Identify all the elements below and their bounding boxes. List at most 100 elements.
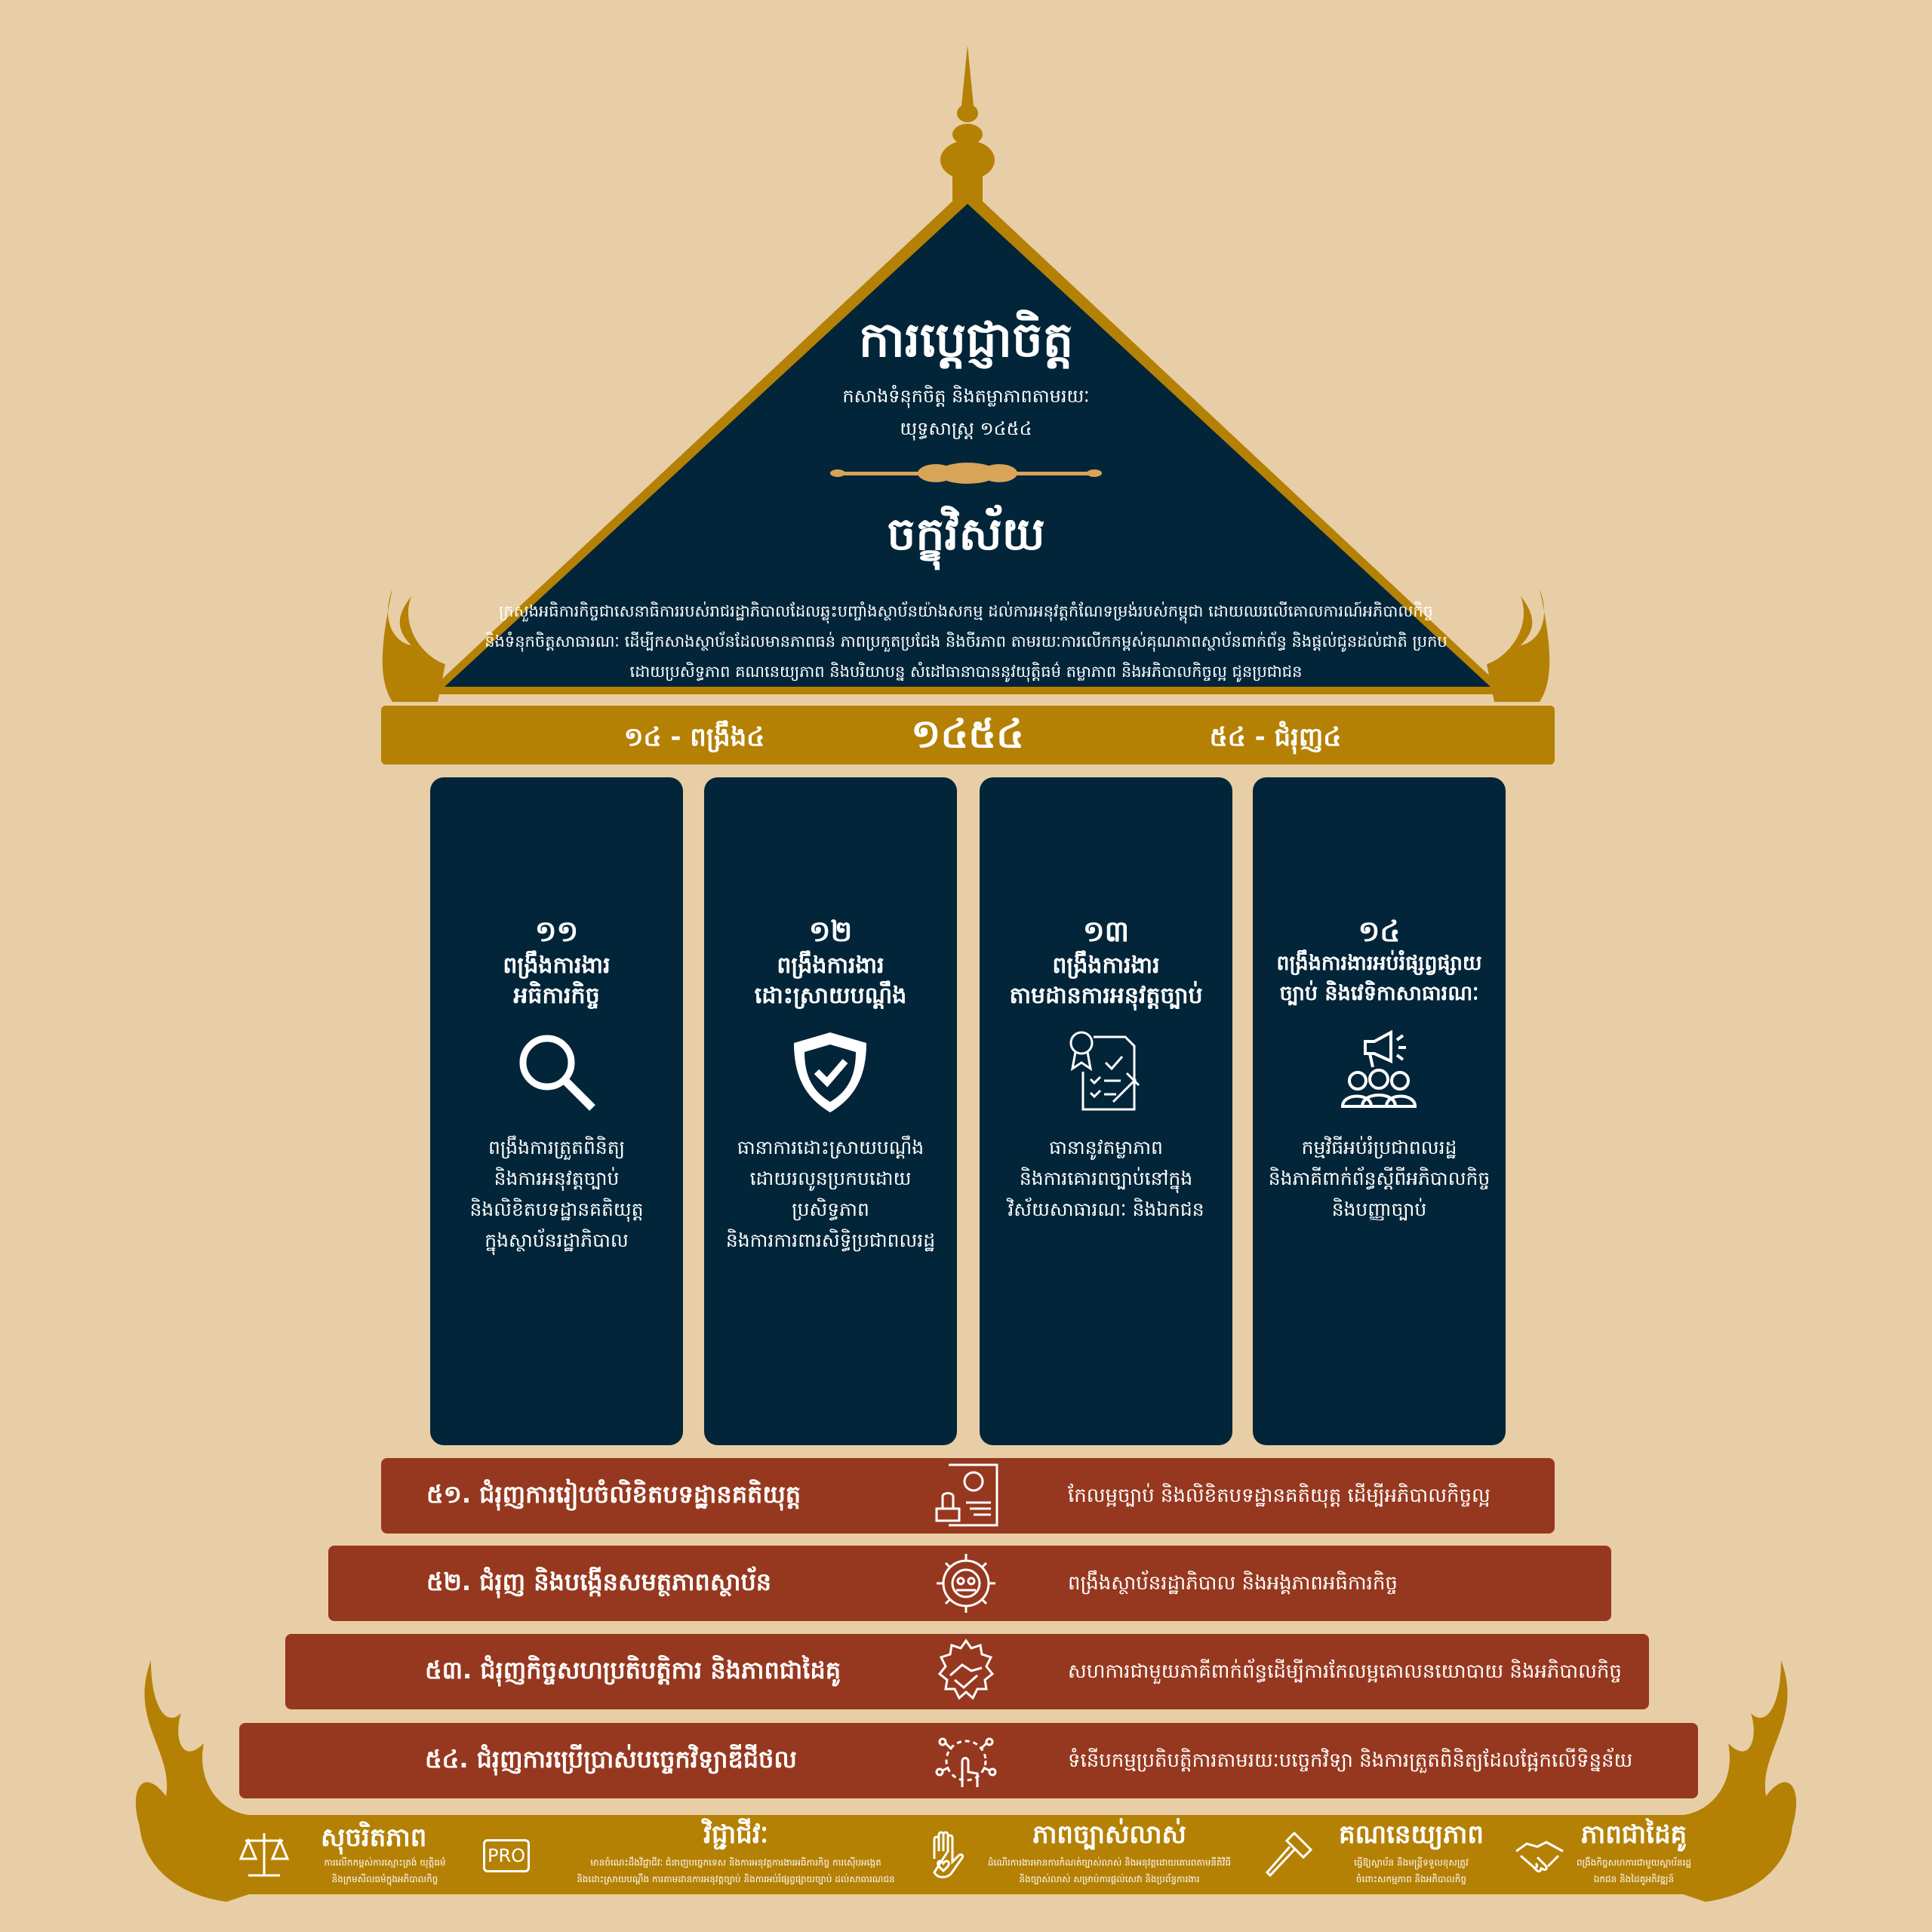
step-label: ៥៣. ជំរុញកិច្ចសហប្រតិបត្តិការ និងភាពជាដៃ… <box>425 1656 841 1684</box>
step-2: ៥២. ជំរុញ និងបង្កើនសមត្ថភាពស្ថាប័ន ពង្រឹ… <box>328 1546 1611 1621</box>
pro-badge-icon: PRO <box>483 1839 530 1872</box>
pillar-title: ពង្រឹងការងារ <box>777 952 884 979</box>
divider-ornament <box>830 463 1102 484</box>
step-description: ទំនើបកម្មប្រតិបត្តិការតាមរយៈបច្ចេកវិទ្យា… <box>1068 1749 1633 1772</box>
vision-text: ក្រសួងអធិការកិច្ចជាសេនាធិការរបស់រាជរដ្ឋា… <box>483 596 1449 687</box>
pillar-title: ច្បាប់ និងវេទិកាសាធារណៈ <box>1279 982 1479 1005</box>
desc-line: និងបញ្ញាច្បាប់ <box>1331 1198 1427 1220</box>
pillar-title: ពង្រឹងការងារ <box>503 952 611 979</box>
pillar-number: ១១ <box>534 915 579 948</box>
commitment-title: ការប្ដេជ្ញាចិត្ត <box>858 312 1074 368</box>
desc-line: ចំពោះសកម្មភាព និងអភិបាលកិច្ច <box>1355 1874 1467 1884</box>
value-description: ការលើកកម្ពស់ការស្មោះត្រង់ យុត្តិធម៌និងក្… <box>321 1854 449 1887</box>
search-icon <box>519 1035 595 1111</box>
desc-line: ធានានូវតម្លាភាព <box>1049 1137 1163 1158</box>
step-description: កែលម្អច្បាប់ និងលិខិតបទដ្ឋានគតិយុត្ត ដើម… <box>1068 1484 1491 1507</box>
strategy-code: ១៤៥៤ <box>911 712 1024 757</box>
value-title: គណនេយ្យភាព <box>1339 1820 1484 1850</box>
desc-line: និងក្រមសីលធម៌ក្នុងអភិបាលកិច្ច <box>331 1874 438 1884</box>
pillar-description: ធានានូវតម្លាភាព និងការគោរពច្បាប់នៅក្នុង … <box>987 1132 1225 1225</box>
desc-line: មានចំណេះដឹងវិជ្ជាជីវៈ ជំនាញបច្ចេកទេស និង… <box>590 1857 881 1868</box>
step-description: សហការជាមួយភាគីពាក់ព័ន្ធដើម្បីការកែលម្អគោ… <box>1068 1660 1622 1683</box>
vision-title: ចក្ខុវិស័យ <box>887 508 1045 561</box>
desc-line: និងការគោរពច្បាប់នៅក្នុង <box>1019 1168 1193 1189</box>
value-title: ភាពច្បាស់លាស់ <box>1032 1820 1186 1850</box>
base-flame-right <box>1683 1660 1797 1902</box>
pillar-description: ពង្រឹងការត្រួតពិនិត្យ និងការអនុវត្តច្បាប… <box>438 1132 675 1256</box>
step-description: ពង្រឹងស្ថាប័នរដ្ឋាភិបាល និងអង្គភាពអធិការ… <box>1068 1572 1398 1595</box>
desc-line: និងច្បាស់លាស់ សម្រាប់ការផ្ដល់សេវា និងប្រ… <box>1019 1874 1200 1884</box>
vision-line: និងទំនុកចិត្តសាធារណៈ ដើម្បីកសាងស្ថាប័នដែ… <box>485 632 1447 651</box>
law-document-icon <box>1069 1031 1140 1111</box>
desc-line: ពង្រឹងកិច្ចសហការជាមួយស្ថាប័នរដ្ឋ <box>1576 1857 1692 1868</box>
value-description: មានចំណេះដឹងវិជ្ជាជីវៈ ជំនាញបច្ចេកទេស និង… <box>566 1854 906 1887</box>
pillar-number: ១៣ <box>1082 915 1130 948</box>
handshake-icon <box>1515 1841 1564 1872</box>
desc-line: ដោយរលូនប្រកបដោយប្រសិទ្ធភាព <box>749 1168 912 1220</box>
spire-ornament <box>940 45 995 201</box>
desc-line: ឯកជន និងដៃគូអភិវឌ្ឍន៍ <box>1593 1874 1675 1884</box>
pillar-3: ១៣ ពង្រឹងការងារ តាមដានការអនុវត្តច្បាប់ ធ… <box>980 777 1232 1445</box>
step-3: ៥៣. ជំរុញកិច្ចសហប្រតិបត្តិការ និងភាពជាដៃ… <box>285 1634 1649 1709</box>
value-description: ធ្វើឱ្យស្ថាប័ន និងមន្ត្រីទទួលខុសត្រូវចំព… <box>1317 1854 1506 1887</box>
desc-line: ការលើកកម្ពស់ការស្មោះត្រង់ យុត្តិធម៌ <box>324 1857 446 1868</box>
desc-line: និងដោះស្រាយបណ្ដឹង ការតាមដានការអនុវត្តច្ប… <box>577 1874 895 1884</box>
roof <box>445 204 1491 687</box>
desc-line: និងការការពារសិទ្ធិប្រជាពលរដ្ឋ <box>725 1229 936 1251</box>
desc-line: ធានាការដោះស្រាយបណ្ដឹង <box>737 1137 924 1158</box>
hand-heart-icon <box>933 1831 964 1878</box>
pillar-number: ១៤ <box>1358 915 1401 948</box>
step-label: ៥១. ជំរុញការរៀបចំលិខិតបទដ្ឋានគតិយុត្ត <box>426 1480 801 1509</box>
pillar-description: ធានាការដោះស្រាយបណ្ដឹង ដោយរលូនប្រកបដោយប្រ… <box>712 1132 949 1256</box>
pillar-2: ១២ ពង្រឹងការងារ ដោះស្រាយបណ្ដឹង ធានាការដោ… <box>704 777 957 1445</box>
pillar-title: អធិការកិច្ច <box>513 983 600 1009</box>
legal-document-stamp-icon <box>935 1463 998 1527</box>
roof-flame-right <box>1487 589 1550 702</box>
value-description: ពង្រឹងកិច្ចសហការជាមួយស្ថាប័នរដ្ឋឯកជន និង… <box>1566 1854 1702 1887</box>
value-title: ភាពជាដៃគូ <box>1580 1820 1687 1850</box>
base-flame-left <box>135 1660 249 1902</box>
value-description: ដំណើរការងារមានការកំណត់ច្បាស់លាស់ និងអនុវ… <box>981 1854 1238 1887</box>
value-partnership: ភាពជាដៃគូ ពង្រឹងកិច្ចសហការជាមួយស្ថាប័នរដ… <box>1513 1815 1702 1894</box>
megaphone-people-icon <box>1340 1029 1417 1108</box>
pillar-title: តាមដានការអនុវត្តច្បាប់ <box>1009 983 1203 1009</box>
desc-line: និងការអនុវត្តច្បាប់ <box>494 1168 620 1189</box>
desc-line: ដំណើរការងារមានការកំណត់ច្បាស់លាស់ និងអនុវ… <box>987 1857 1232 1868</box>
value-professionalism: PRO វិជ្ជាជីវៈ មានចំណេះដឹងវិជ្ជាជីវៈ ជំន… <box>483 1815 906 1894</box>
strategy-label: យុទ្ធសាស្ត្រ ១៤៥៤ <box>900 418 1032 439</box>
strengthen-count: ១៤ - ពង្រឹង៤ <box>623 722 765 752</box>
roof-flame-left <box>382 589 445 702</box>
step-4: ៥៤. ជំរុញការប្រើប្រាស់បច្ចេកវិទ្យាឌីជីថល… <box>239 1723 1698 1798</box>
value-title: វិជ្ជាជីវៈ <box>703 1820 768 1850</box>
pillar-4: ១៤ ពង្រឹងការងារអប់រំផ្សព្វផ្សាយ ច្បាប់ ន… <box>1253 777 1506 1445</box>
commitment-subtitle: កសាងទំនុកចិត្ត និងតម្លាភាពតាមរយៈ <box>842 386 1090 407</box>
value-title: សុចរិតភាព <box>321 1823 427 1853</box>
vision-line: ក្រសួងអធិការកិច្ចជាសេនាធិការរបស់រាជរដ្ឋា… <box>499 602 1433 620</box>
scales-icon <box>238 1833 290 1877</box>
gear-team-icon <box>937 1554 995 1613</box>
desc-line: កម្មវិធីអប់រំប្រជាពលរដ្ឋ <box>1301 1137 1457 1158</box>
shield-check-icon <box>794 1032 866 1112</box>
pillar-description: កម្មវិធីអប់រំប្រជាពលរដ្ឋ និងភាគីពាក់ព័ន្… <box>1260 1132 1498 1225</box>
value-integrity: សុចរិតភាព ការលើកកម្ពស់ការស្មោះត្រង់ យុត្… <box>238 1815 449 1894</box>
desc-line: ក្នុងស្ថាប័នរដ្ឋាភិបាល <box>485 1229 629 1251</box>
pillar-title: ដោះស្រាយបណ្ដឹង <box>754 983 907 1009</box>
vision-line: ដោយប្រសិទ្ធភាព គណនេយ្យភាព និងបរិយាបន្ន ស… <box>629 663 1303 681</box>
pillar-title: ពង្រឹងការងារ <box>1052 952 1160 979</box>
step-1: ៥១. ជំរុញការរៀបចំលិខិតបទដ្ឋានគតិយុត្ត កែ… <box>381 1458 1555 1534</box>
desc-line: និងភាគីពាក់ព័ន្ធស្ដីពីអភិបាលកិច្ច <box>1268 1168 1491 1189</box>
digital-hand-icon <box>935 1737 997 1787</box>
handshake-gear-icon <box>937 1638 995 1700</box>
desc-line: និងលិខិតបទដ្ឋានគតិយុត្ត <box>469 1198 644 1220</box>
core-values-bar: សុចរិតភាព ការលើកកម្ពស់ការស្មោះត្រង់ យុត្… <box>226 1815 1706 1894</box>
pillar-1: ១១ ពង្រឹងការងារ អធិការកិច្ច ពង្រឹងការត្រ… <box>430 777 683 1445</box>
desc-line: ពង្រឹងការត្រួតពិនិត្យ <box>488 1137 626 1158</box>
step-label: ៥៤. ជំរុញការប្រើប្រាស់បច្ចេកវិទ្យាឌីជីថល <box>425 1745 797 1774</box>
value-accountability: គណនេយ្យភាព ធ្វើឱ្យស្ថាប័ន និងមន្ត្រីទទួល… <box>1264 1815 1506 1894</box>
promote-count: ៥៤ - ជំរុញ៤ <box>1209 722 1342 752</box>
desc-line: ធ្វើឱ្យស្ថាប័ន និងមន្ត្រីទទួលខុសត្រូវ <box>1354 1857 1469 1868</box>
desc-line: វិស័យសាធារណៈ និងឯកជន <box>1008 1198 1204 1220</box>
pillar-number: ១២ <box>808 915 853 948</box>
value-transparency: ភាពច្បាស់លាស់ ដំណើរការងារមានការកំណត់ច្បា… <box>921 1815 1238 1894</box>
